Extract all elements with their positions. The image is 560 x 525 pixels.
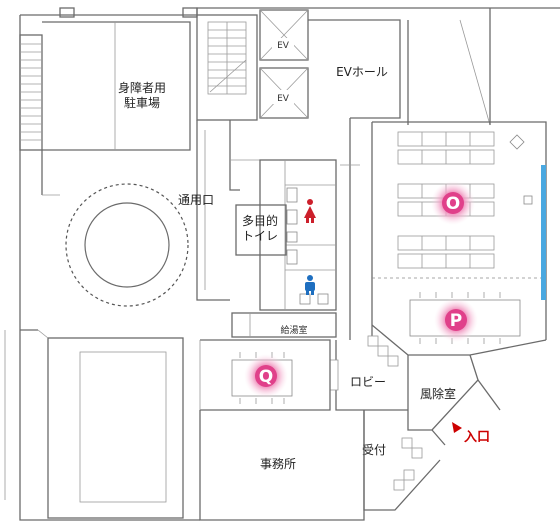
label-line: 駐車場	[124, 95, 160, 110]
entrance-label: 入口	[464, 430, 490, 445]
entrance-marker: 入口	[452, 422, 490, 445]
male-toilet-icon	[305, 275, 315, 295]
reception-label: 受付	[362, 443, 386, 457]
marker-o[interactable]: O	[431, 181, 475, 225]
marker-p[interactable]: P	[434, 298, 478, 342]
atrium-circle	[65, 183, 189, 307]
left-lower-room	[37, 329, 184, 519]
marker-p-label: P	[450, 311, 462, 331]
corridor-core: 通用口	[178, 118, 360, 340]
label-line: 身障者用	[118, 80, 166, 95]
parking-area: 身障者用駐車場	[41, 21, 191, 196]
building-outline	[4, 7, 560, 521]
kitchenette: 給湯室	[231, 312, 337, 338]
label-line: トイレ	[242, 229, 278, 243]
stair-left	[19, 34, 43, 151]
windbreak-room-label: 風除室	[420, 386, 456, 401]
multipurpose-toilet-label: 多目的トイレ	[242, 213, 278, 243]
label-line: 多目的	[242, 213, 278, 228]
ev-label-1: EV	[277, 41, 290, 51]
female-toilet-icon	[304, 199, 316, 223]
entrance-arrow-icon	[452, 422, 462, 433]
elevator-1: EV	[259, 9, 309, 61]
hall-room-op	[371, 121, 547, 356]
ev-hall-label: EVホール	[336, 65, 388, 79]
office-room: 事務所	[199, 410, 365, 521]
windbreak-room: 風除室	[407, 354, 501, 446]
marker-q-label: Q	[259, 367, 273, 387]
multipurpose-toilet: 多目的トイレ	[235, 204, 287, 256]
toilet-block	[259, 159, 337, 311]
parking-label: 身障者用駐車場	[118, 80, 166, 110]
ev-label-2: EV	[277, 94, 290, 104]
ev-hall: EVホール	[308, 8, 491, 126]
marker-o-label: O	[446, 194, 460, 214]
elevator-2: EV	[259, 67, 309, 119]
office-label: 事務所	[260, 457, 296, 471]
kitchenette-label: 給湯室	[280, 324, 307, 336]
stair-center	[196, 14, 258, 121]
marker-q[interactable]: Q	[244, 354, 288, 398]
service-entrance-label: 通用口	[178, 193, 214, 207]
lobby-label: ロビー	[350, 375, 386, 389]
reception: 受付	[362, 410, 441, 511]
lobby: ロビー	[329, 325, 408, 411]
